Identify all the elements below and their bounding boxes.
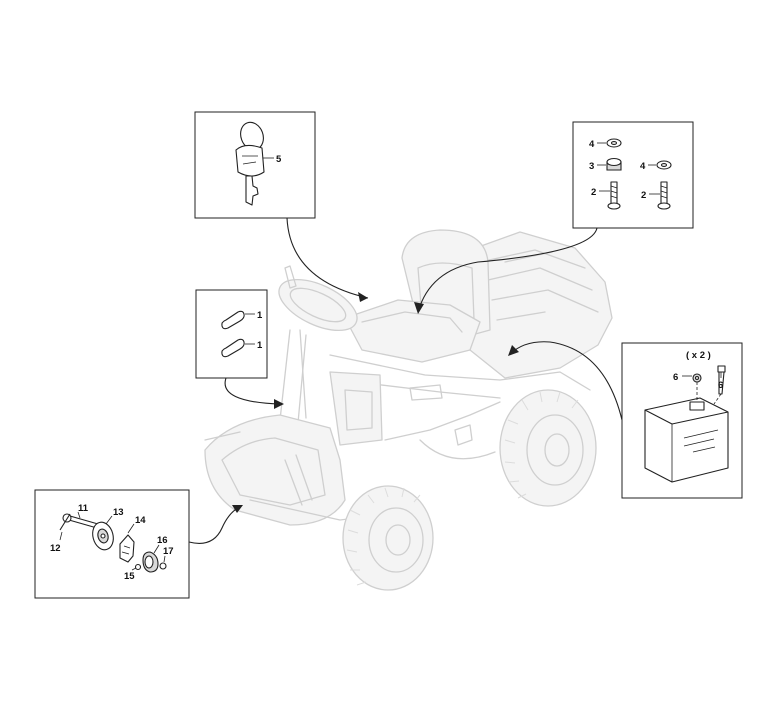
pins-arrow — [224, 377, 284, 409]
key-callout-box: 5 — [194, 111, 316, 219]
battery-qty-label: ( x 2 ) — [686, 350, 711, 361]
wheel-hub-callout-box: 11 12 13 14 15 16 17 — [34, 489, 190, 599]
washer-label: 12 — [50, 543, 61, 554]
battery-bolt-label: 6 — [718, 380, 723, 391]
axle-pin-label: 11 — [78, 503, 89, 514]
cap-label: 16 — [157, 535, 168, 546]
pin-top-label: 1 — [257, 310, 263, 321]
key-arrow — [286, 217, 369, 302]
small-washer-icon — [134, 563, 142, 571]
pin-bottom-label: 1 — [257, 340, 263, 351]
bracket-icon — [119, 534, 135, 563]
bolt-a-label: 2 — [591, 187, 596, 198]
bolt-set-arrow — [414, 227, 598, 314]
nut-icon — [692, 373, 702, 383]
nut-label: 17 — [163, 546, 174, 557]
battery-callout-box: ( x 2 ) 6 6 — [621, 342, 743, 499]
bolt-b-label: 2 — [641, 190, 646, 201]
small-washer-label: 15 — [124, 571, 135, 582]
bracket-label: 14 — [135, 515, 146, 526]
cap-icon — [142, 551, 159, 573]
battery-nut-label: 6 — [673, 372, 678, 383]
pin-icon — [221, 338, 245, 358]
nut-a-label: 3 — [589, 161, 594, 172]
battery-icon — [644, 397, 729, 483]
bolt-icon — [717, 365, 726, 395]
pins-callout-box: 1 1 — [195, 289, 268, 379]
hub-disc-label: 13 — [113, 507, 124, 518]
nut-icon — [159, 562, 167, 570]
washer-a-label: 4 — [589, 139, 595, 150]
bolt-set-callout-box: 4 3 2 4 2 — [572, 121, 694, 229]
mower-outline — [204, 229, 613, 591]
key-icon — [235, 121, 265, 206]
hub-disc-icon — [92, 521, 114, 551]
battery-arrow — [508, 341, 623, 421]
washer-b-label: 4 — [640, 161, 646, 172]
key-label: 5 — [276, 154, 282, 165]
wheel-hub-arrow — [188, 505, 243, 544]
washer-icon — [59, 513, 71, 531]
pin-icon — [221, 310, 245, 330]
